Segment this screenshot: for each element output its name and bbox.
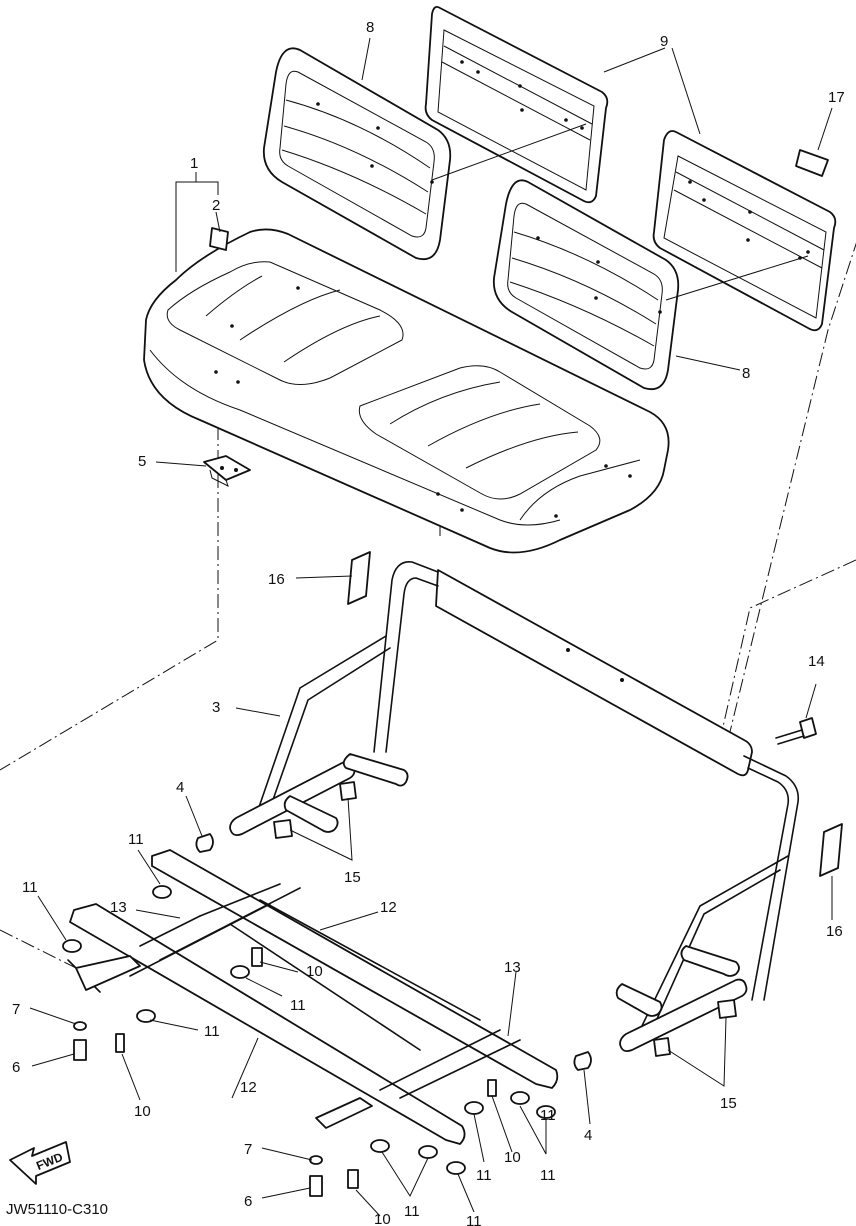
bolt xyxy=(775,717,817,745)
callout-8: 8 xyxy=(742,365,750,382)
callout-11: 11 xyxy=(290,997,306,1014)
callout-8: 8 xyxy=(366,19,374,36)
callout-1: 1 xyxy=(190,155,198,172)
callout-2: 2 xyxy=(212,197,220,214)
seat-bracket xyxy=(203,455,251,487)
callout-10: 10 xyxy=(374,1211,391,1226)
callout-16: 16 xyxy=(826,923,843,940)
backrest-panel-upper xyxy=(424,5,609,204)
callout-11: 11 xyxy=(128,831,144,848)
end-cap-right xyxy=(573,1051,592,1071)
callout-11: 11 xyxy=(466,1213,482,1226)
back-cushion-left xyxy=(262,47,452,261)
callout-15: 15 xyxy=(344,869,361,886)
callout-5: 5 xyxy=(138,453,146,470)
callout-16: 16 xyxy=(268,571,285,588)
callout-17: 17 xyxy=(828,89,845,106)
seat-frame xyxy=(229,561,800,1053)
callout-11: 11 xyxy=(204,1023,220,1040)
callout-14: 14 xyxy=(808,653,825,670)
diagram-code: JW51110-C310 xyxy=(6,1201,108,1218)
callout-4: 4 xyxy=(176,779,184,796)
callout-13: 13 xyxy=(110,899,127,916)
grommets xyxy=(273,781,737,1057)
callout-11: 11 xyxy=(22,879,38,896)
seat-label xyxy=(209,227,229,251)
callout-7: 7 xyxy=(244,1141,252,1158)
frame-sticker-left xyxy=(347,551,371,605)
callout-12: 12 xyxy=(240,1079,257,1096)
callout-11: 11 xyxy=(540,1107,556,1124)
callout-11: 11 xyxy=(476,1167,492,1184)
backrest-panel-right xyxy=(652,130,837,332)
callout-15: 15 xyxy=(720,1095,737,1112)
callout-4: 4 xyxy=(584,1127,592,1144)
label-sticker xyxy=(795,149,829,177)
leader-lines xyxy=(29,37,833,1217)
frame-sticker-right xyxy=(819,823,843,877)
forward-direction-arrow: FWD xyxy=(9,1141,71,1185)
callout-11: 11 xyxy=(404,1203,420,1220)
rails xyxy=(67,849,559,1145)
callout-9: 9 xyxy=(660,33,668,50)
callout-6: 6 xyxy=(244,1193,252,1210)
hardware xyxy=(62,885,556,1197)
callout-3: 3 xyxy=(212,699,220,716)
callout-10: 10 xyxy=(504,1149,521,1166)
callout-7: 7 xyxy=(12,1001,20,1018)
callout-10: 10 xyxy=(306,963,323,980)
callout-6: 6 xyxy=(12,1059,20,1076)
seat-cushion xyxy=(143,228,670,554)
callout-12: 12 xyxy=(380,899,397,916)
callout-10: 10 xyxy=(134,1103,151,1120)
callout-11: 11 xyxy=(540,1167,556,1184)
back-cushion-right xyxy=(492,179,680,391)
end-cap-left xyxy=(195,833,214,853)
callout-labels: 1 2 3 4 4 5 6 6 7 7 8 8 9 10 10 10 10 11… xyxy=(12,19,845,1226)
callout-13: 13 xyxy=(504,959,521,976)
